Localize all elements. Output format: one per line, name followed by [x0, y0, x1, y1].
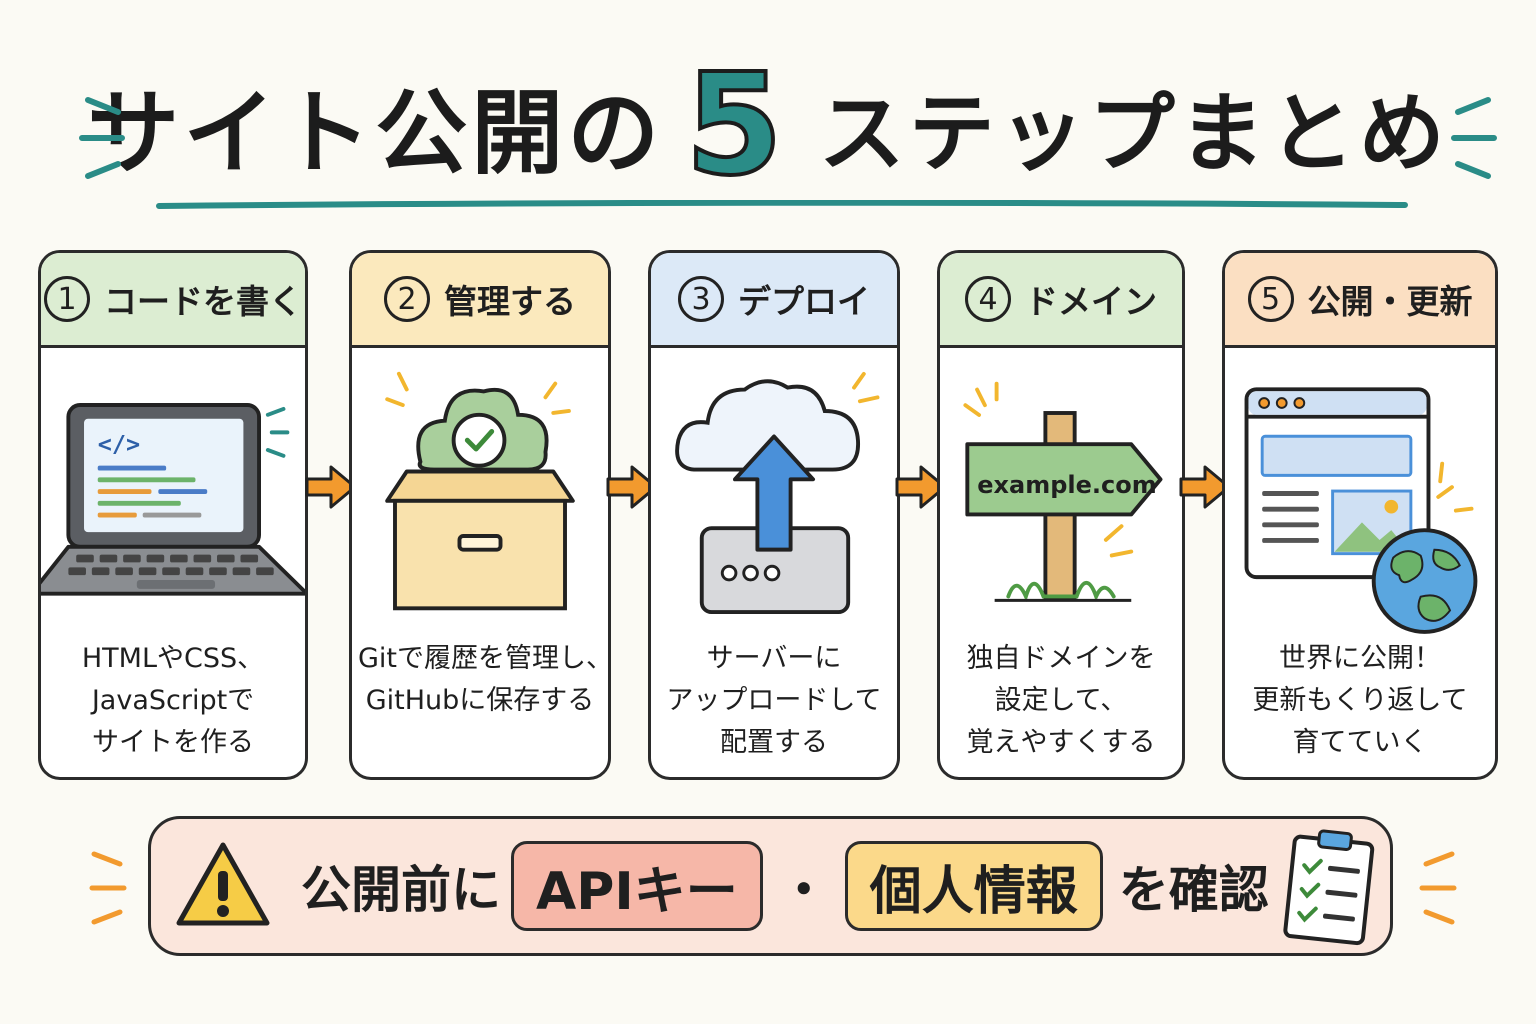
step-card-5: 5 公開・更新 世界に公開！ 更新もくり返して 育てていく	[1222, 250, 1498, 780]
step-card-1: 1 コードを書く </> HTMLやCSS、 JavaScriptで	[38, 250, 308, 780]
step-text-2-line-2: GitHubに保存する	[365, 685, 595, 716]
step-title-5: 公開・更新	[1307, 282, 1473, 321]
signpost-icon	[963, 381, 1163, 602]
spark-right-icon	[1451, 97, 1497, 179]
warning-prefix: 公開前に	[301, 861, 501, 919]
step-text-3-line-2: アップロードして	[666, 685, 882, 716]
step-text-5-line-1: 世界に公開！	[1279, 643, 1441, 674]
step-text-4-line-3: 覚えやすくする	[966, 727, 1156, 758]
step-text-5-line-3: 育てていく	[1292, 727, 1428, 758]
step-text-5-line-2: 更新もくり返して	[1252, 685, 1468, 716]
arrow-right-icon-3	[895, 465, 947, 509]
step-text-3-line-3: 配置する	[720, 727, 828, 758]
arrow-right-icon-2	[606, 465, 658, 509]
title-underline	[156, 200, 1408, 209]
step-header-5: 5 公開・更新	[1225, 253, 1495, 348]
laptop-code-icon: </>	[41, 403, 305, 596]
warning-suffix: を確認	[1118, 861, 1269, 919]
step-card-2: 2 管理する Gitで履歴を管理し、 GitHubに保存する	[349, 250, 611, 780]
arrow-right-icon-4	[1179, 465, 1231, 509]
warning-pill-api-key: APIキー	[511, 841, 763, 931]
step-number-3: 3	[678, 276, 724, 322]
title-suffix: ステップまとめ	[818, 83, 1449, 184]
spark-left-icon	[79, 97, 125, 179]
warning-spark-left-icon	[89, 851, 127, 925]
warning-banner: 公開前に APIキー ・ 個人情報 を確認	[148, 816, 1393, 956]
step-number-2: 2	[384, 276, 430, 322]
box-cloud-check-icon	[385, 371, 575, 611]
step-title-2: 管理する	[444, 282, 576, 321]
step-text-3-line-1: サーバーに	[706, 643, 842, 674]
clipboard-checklist-icon	[1283, 829, 1375, 946]
browser-globe-icon	[1244, 387, 1478, 634]
step-text-4-line-1: 独自ドメインを	[966, 643, 1156, 674]
cloud-upload-server-icon	[675, 371, 880, 615]
step-card-3: 3 デプロイ サーバーに アップロードして 配置する	[648, 250, 900, 780]
step-title-4: ドメイン	[1025, 282, 1157, 321]
warning-pill-personal-info: 個人情報	[844, 841, 1103, 931]
step-text-1-line-1: HTMLやCSS、	[81, 643, 265, 674]
title-prefix: サイト公開の	[87, 79, 664, 187]
warning-separator: ・	[778, 861, 829, 919]
step-text-2-line-1: Gitで履歴を管理し、	[358, 643, 611, 674]
step-number-4: 4	[965, 276, 1011, 322]
domain-sign-label: example.com	[977, 471, 1157, 499]
arrow-right-icon-1	[305, 465, 357, 509]
step-number-1: 1	[44, 276, 90, 322]
step-text-1-line-3: サイトを作る	[92, 727, 254, 758]
step-header-2: 2 管理する	[352, 253, 608, 348]
step-title-3: デプロイ	[738, 282, 870, 321]
page-title: サイト公開の 5 ステップまとめ	[0, 42, 1536, 209]
step-text-4-line-2: 設定して、	[994, 685, 1128, 716]
step-card-4: 4 ドメイン example.com 独自ドメインを 設定して、 覚えやすくする	[937, 250, 1185, 780]
step-header-4: 4 ドメイン	[940, 253, 1182, 348]
step-title-1: コードを書く	[104, 282, 302, 321]
svg-text:</>: </>	[98, 430, 140, 458]
warning-spark-right-icon	[1419, 851, 1457, 925]
step-number-5: 5	[1247, 276, 1294, 322]
warning-triangle-icon	[176, 842, 270, 926]
step-header-1: 1 コードを書く	[41, 253, 305, 348]
title-number: 5	[683, 42, 787, 209]
step-text-1-line-2: JavaScriptで	[91, 685, 255, 716]
step-header-3: 3 デプロイ	[651, 253, 897, 348]
